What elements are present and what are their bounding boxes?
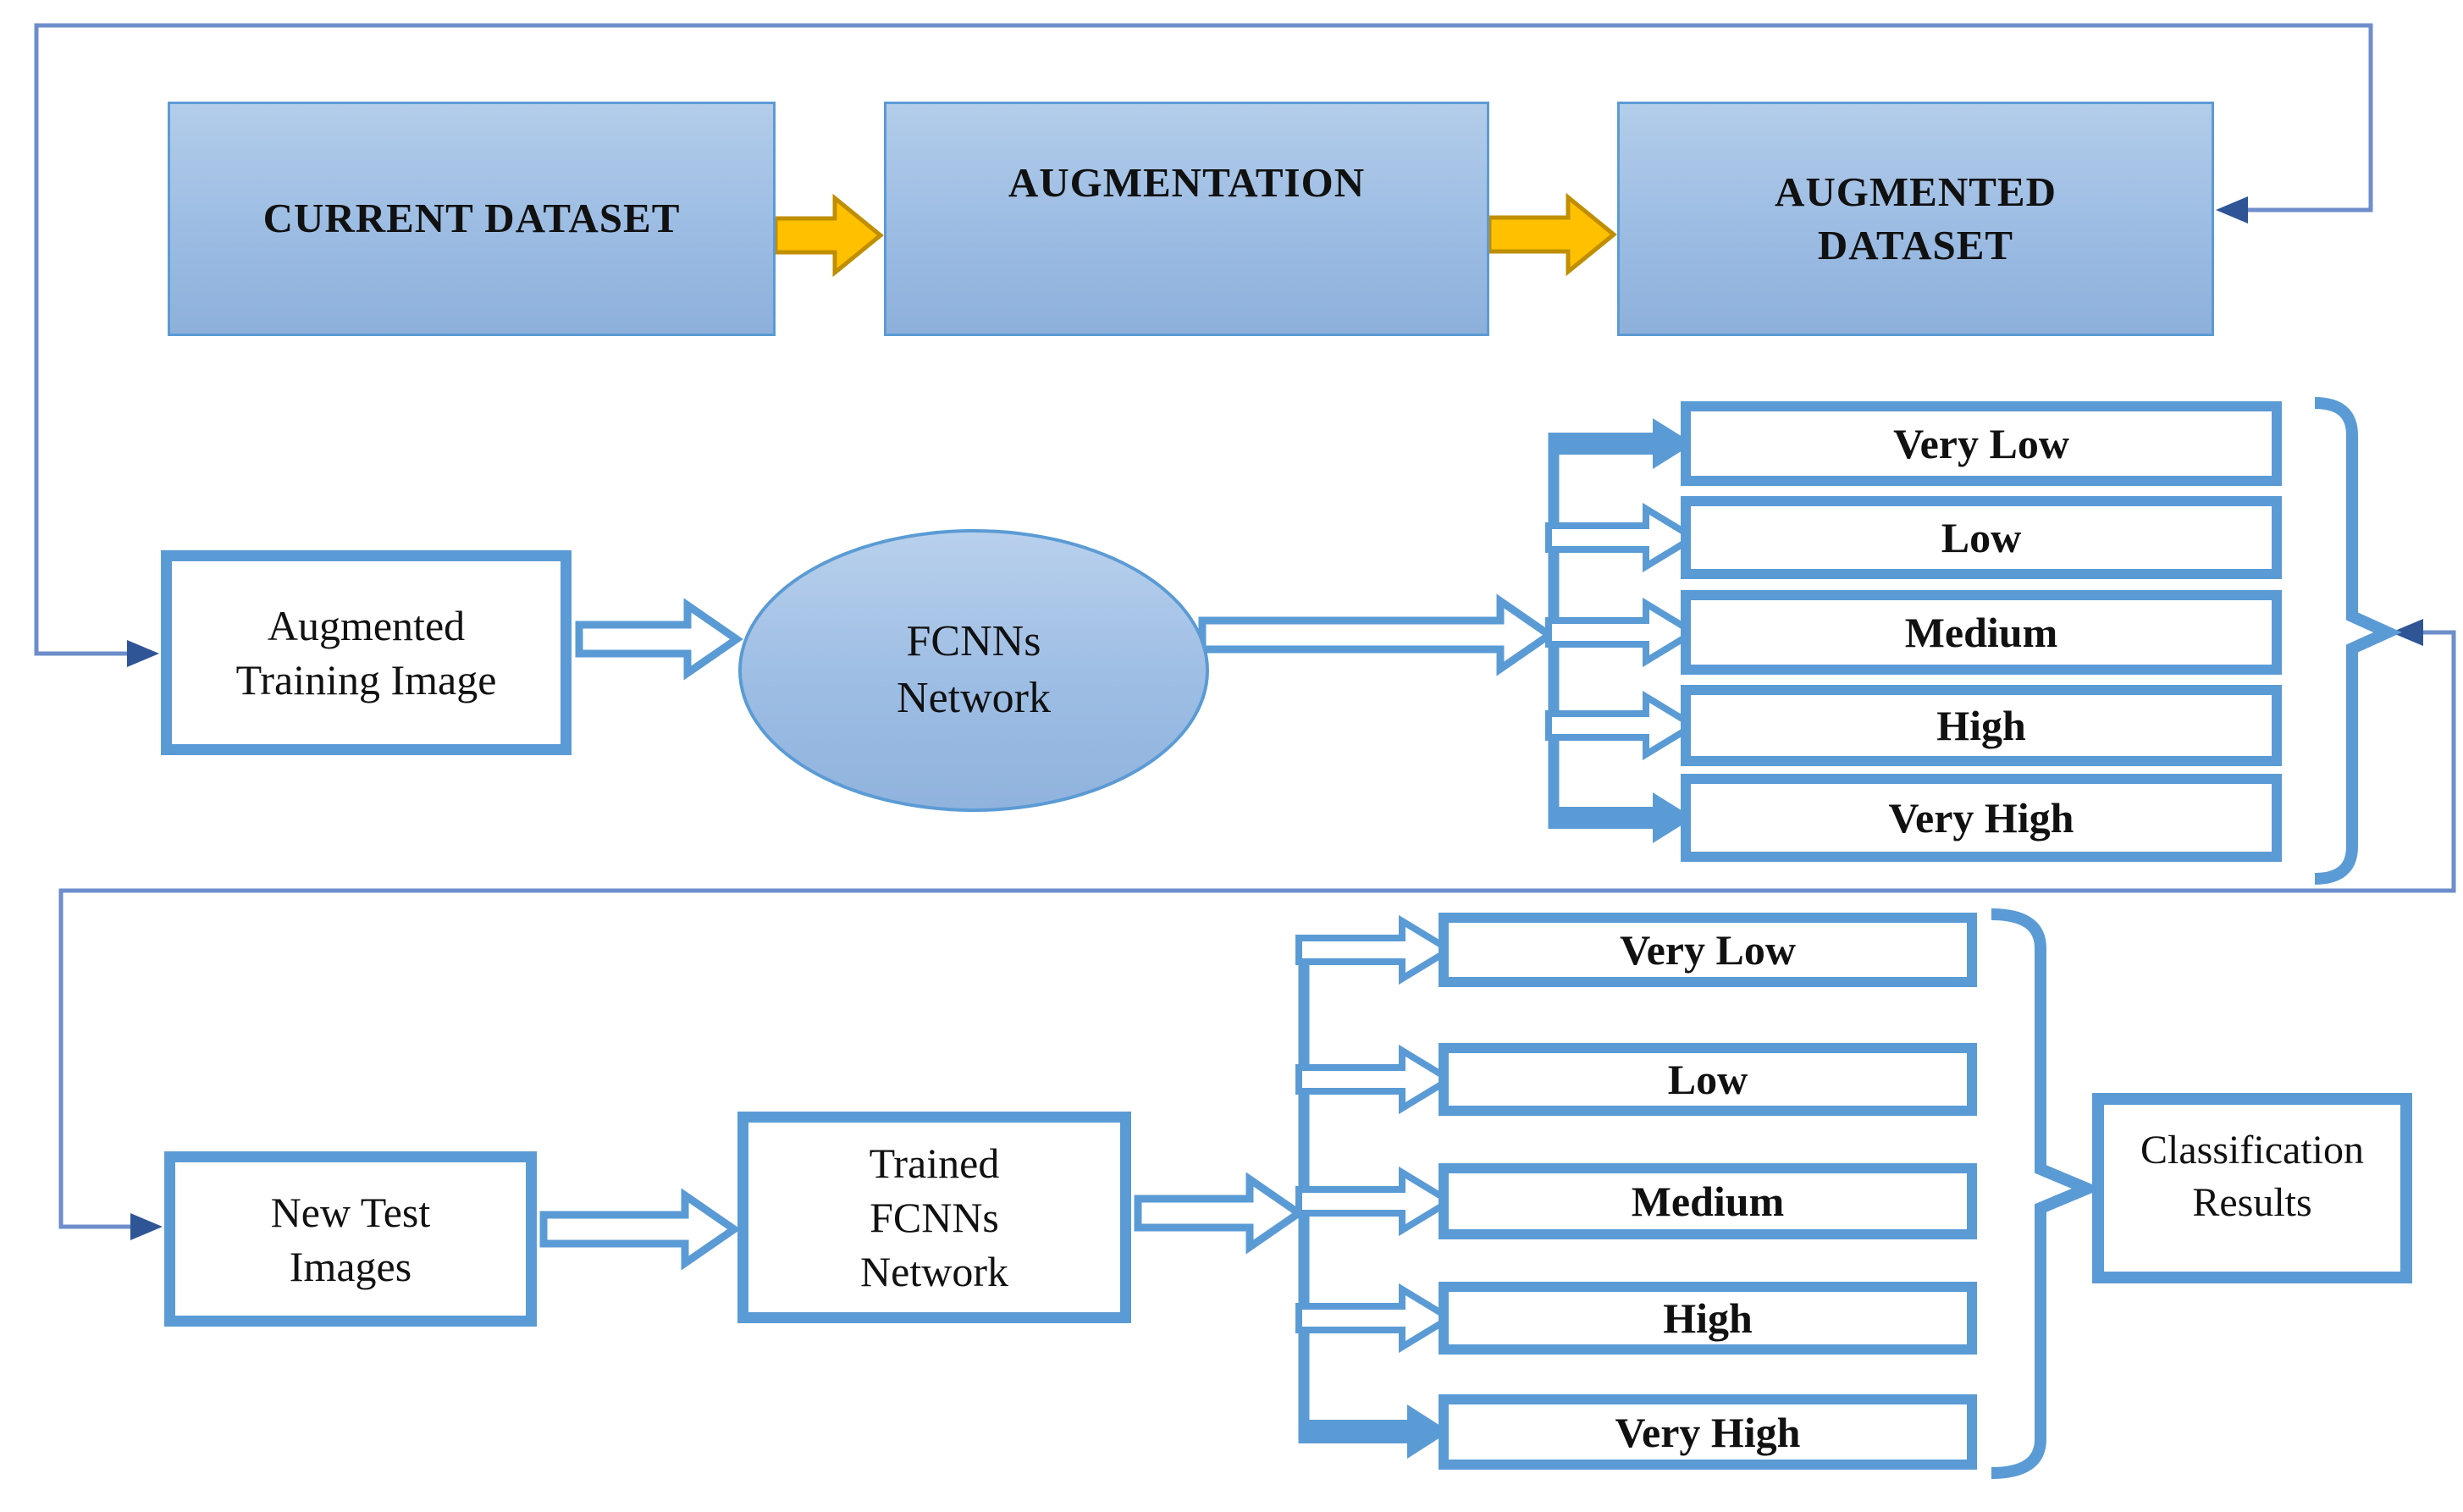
classification-results-label: Classification Results bbox=[2140, 1128, 2364, 1225]
classification-results-box: Classification Results bbox=[2092, 1093, 2412, 1283]
outline-arrow-train-low-icon bbox=[1545, 502, 1700, 573]
test-classes-brace bbox=[1991, 908, 2103, 1479]
augmented-dataset-box: AUGMENTED DATASET bbox=[1617, 102, 2214, 336]
fcnns-network-ellipse: FCNNs Network bbox=[738, 529, 1209, 812]
arrowhead-into-augmented-dataset-icon bbox=[2216, 196, 2248, 223]
train-class-medium-box: Medium bbox=[1681, 590, 2282, 675]
outline-arrow-test-low-icon bbox=[1295, 1044, 1456, 1115]
train-class-label: Medium bbox=[1904, 609, 2058, 656]
arrowhead-into-augmented-training-image-icon bbox=[127, 640, 159, 667]
feedback-wire-top bbox=[34, 23, 2373, 656]
solid-arrow-train-very-low-icon bbox=[1549, 418, 1693, 469]
test-class-very-high-box: Very High bbox=[1439, 1394, 1977, 1470]
train-class-label: Very High bbox=[1888, 794, 2074, 842]
outline-arrow-fcnns-to-classes-icon bbox=[1198, 593, 1556, 676]
feedback-wire-loop bbox=[58, 630, 2456, 1229]
test-class-label: Low bbox=[1667, 1056, 1748, 1103]
train-class-label: High bbox=[1936, 702, 2026, 749]
trained-fcnns-network-box: Trained FCNNs Network bbox=[737, 1112, 1131, 1323]
augmentation-label: AUGMENTATION bbox=[1008, 159, 1366, 207]
augmented-dataset-label: AUGMENTED DATASET bbox=[1775, 168, 2057, 268]
trained-fcnns-network-label: Trained FCNNs Network bbox=[860, 1140, 1008, 1295]
test-class-label: Medium bbox=[1631, 1178, 1785, 1225]
new-test-images-label: New Test Images bbox=[270, 1188, 431, 1290]
train-classes-brace bbox=[2314, 397, 2402, 885]
test-class-low-box: Low bbox=[1439, 1043, 1977, 1116]
outline-arrow-test-medium-icon bbox=[1295, 1166, 1456, 1237]
outline-arrow-test-very-low-icon bbox=[1295, 914, 1456, 985]
train-class-low-box: Low bbox=[1681, 496, 2282, 579]
current-dataset-box: CURRENT DATASET bbox=[168, 102, 776, 336]
train-class-label: Very Low bbox=[1893, 420, 2069, 467]
solid-arrow-train-very-high-icon bbox=[1549, 792, 1693, 843]
test-class-very-low-box: Very Low bbox=[1439, 913, 1977, 987]
augmented-training-image-box: Augmented Training Image bbox=[161, 550, 572, 755]
test-class-high-box: High bbox=[1439, 1282, 1977, 1355]
train-class-very-low-box: Very Low bbox=[1681, 401, 2282, 486]
gold-arrow-augmentation-to-augmented-icon bbox=[1487, 192, 1617, 277]
gold-arrow-dataset-to-augmentation-icon bbox=[773, 193, 884, 278]
train-class-high-box: High bbox=[1681, 685, 2282, 766]
outline-arrow-train-high-icon bbox=[1545, 690, 1700, 761]
outline-arrow-train-medium-icon bbox=[1545, 597, 1700, 668]
test-class-label: Very Low bbox=[1620, 926, 1796, 974]
outline-arrow-trained-to-classes-icon bbox=[1134, 1172, 1306, 1255]
arrowhead-into-train-bracket-icon bbox=[2391, 619, 2423, 646]
solid-arrow-test-very-high-icon bbox=[1299, 1404, 1450, 1459]
fcnns-network-label: FCNNs Network bbox=[897, 617, 1051, 722]
outline-arrow-test-images-to-trained-icon bbox=[539, 1188, 741, 1271]
outline-arrow-test-high-icon bbox=[1295, 1283, 1456, 1354]
outline-arrow-training-image-to-fcnns-icon bbox=[575, 598, 743, 681]
train-class-very-high-box: Very High bbox=[1681, 774, 2282, 862]
test-class-label: High bbox=[1663, 1294, 1753, 1342]
test-class-medium-box: Medium bbox=[1439, 1163, 1977, 1239]
test-class-label: Very High bbox=[1615, 1408, 1801, 1456]
current-dataset-label: CURRENT DATASET bbox=[262, 195, 681, 242]
new-test-images-box: New Test Images bbox=[164, 1151, 537, 1327]
augmentation-box: AUGMENTATION bbox=[884, 102, 1489, 336]
augmented-training-image-label: Augmented Training Image bbox=[235, 602, 497, 704]
arrowhead-into-new-test-images-icon bbox=[130, 1213, 163, 1240]
train-class-label: Low bbox=[1941, 514, 2022, 561]
